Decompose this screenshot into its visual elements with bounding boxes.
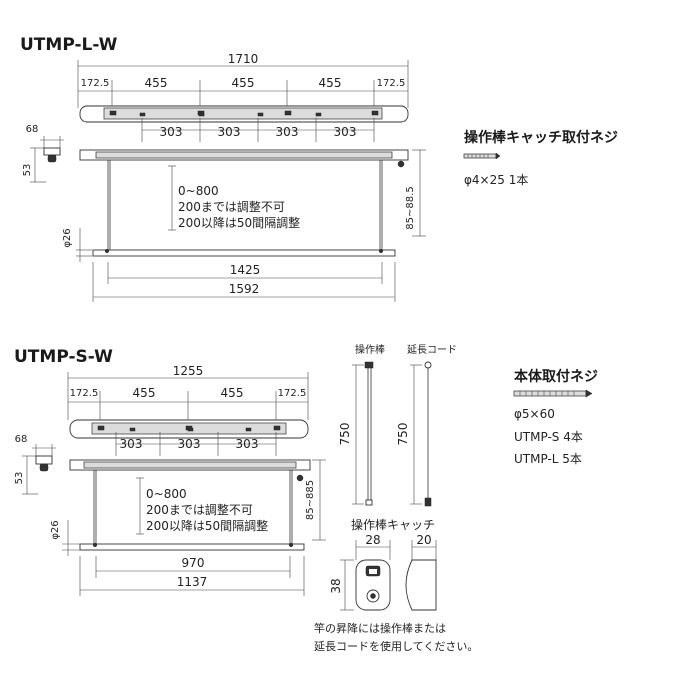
- usage-note: 竿の昇降には操作棒または 延長コードを使用してください。: [314, 621, 478, 653]
- long-side-mount: [43, 147, 61, 156]
- long-rod: [92, 249, 396, 257]
- rod-catch-side-drawing: [405, 559, 437, 611]
- long-seg-2: 455: [145, 76, 168, 90]
- short-pole-diameter: φ26: [50, 520, 61, 539]
- short-side-height: 85~885: [305, 480, 316, 520]
- body-screw-spec: φ5×60: [514, 407, 555, 421]
- long-side-head: [47, 154, 57, 163]
- long-front-rail: [95, 151, 393, 159]
- extension-cord-label: 延長コード: [407, 344, 457, 356]
- long-side-height: 85~88.5: [405, 186, 416, 229]
- short-range-line-2: 200までは調整不可: [146, 502, 253, 517]
- long-bracket-1: 303: [160, 125, 183, 139]
- long-seg-1: 172.5: [81, 78, 110, 89]
- body-screw-section: 本体取付ネジ φ5×60 UTMP-S 4本 UTMP-L 5本: [513, 368, 598, 466]
- short-rod: [79, 543, 305, 551]
- short-cord-hook: [296, 474, 304, 482]
- short-mount-depth: 68: [15, 434, 28, 445]
- usage-note-line-1: 竿の昇降には操作棒または: [314, 621, 446, 635]
- model-short-title: UTMP-S-W: [14, 347, 113, 367]
- short-front-rail: [83, 461, 297, 469]
- short-range-line-3: 200以降は50間隔調整: [146, 518, 268, 533]
- long-cord-hook: [397, 160, 405, 168]
- body-screw-title: 本体取付ネジ: [514, 368, 598, 385]
- catch-screw-spec: φ4×25 1本: [464, 173, 528, 187]
- short-bracket-3: 303: [236, 437, 259, 451]
- body-screw-line-1: UTMP-S 4本: [514, 430, 583, 444]
- long-rod-width: 1592: [229, 282, 260, 296]
- long-top-view-rail: [103, 107, 383, 120]
- usage-note-line-2: 延長コードを使用してください。: [314, 640, 478, 653]
- long-bracket-3: 303: [276, 125, 299, 139]
- long-seg-4: 455: [319, 76, 342, 90]
- short-bracket-1: 303: [120, 437, 143, 451]
- long-range-line-1: 0~800: [178, 184, 219, 198]
- short-overall-width: 1255: [173, 364, 204, 378]
- short-bracket-2: 303: [178, 437, 201, 451]
- short-height: 53: [14, 472, 25, 485]
- long-range-line-3: 200以降は50間隔調整: [178, 215, 300, 230]
- long-mount-depth: 68: [26, 124, 39, 135]
- model-long-section: UTMP-L-W 1710 172.5 455 455 455 172.5: [20, 35, 426, 302]
- rod-catch-section: 操作棒キャッチ 28 20 38: [329, 517, 437, 611]
- long-height: 53: [22, 164, 33, 177]
- rod-catch-width: 28: [365, 533, 380, 547]
- short-range-line-1: 0~800: [146, 487, 187, 501]
- accessories-section: 操作棒 延長コード 750 750: [338, 343, 457, 507]
- large-screw-icon: [513, 389, 593, 398]
- rod-catch-height: 38: [329, 578, 343, 593]
- long-pole-diameter: φ26: [62, 228, 73, 247]
- rod-catch-depth: 20: [416, 533, 431, 547]
- long-range-line-2: 200までは調整不可: [178, 199, 285, 214]
- operating-rod-length: 750: [338, 423, 352, 446]
- small-screw-icon: [463, 152, 501, 160]
- short-seg-1: 172.5: [70, 388, 99, 399]
- operating-rod-label: 操作棒: [355, 343, 385, 356]
- short-seg-2: 455: [133, 386, 156, 400]
- rod-catch-front-drawing: [355, 559, 391, 611]
- long-inner-width: 1425: [230, 263, 261, 277]
- model-long-title: UTMP-L-W: [20, 35, 118, 55]
- long-seg-3: 455: [232, 76, 255, 90]
- short-seg-3: 455: [221, 386, 244, 400]
- extension-cord-drawing: [424, 361, 432, 507]
- short-side-head: [39, 463, 49, 472]
- short-side-mount: [35, 455, 53, 465]
- long-seg-5: 172.5: [377, 78, 406, 89]
- model-short-section: UTMP-S-W 1255 172.5 455 455 172.5: [14, 347, 326, 596]
- long-bracket-4: 303: [334, 125, 357, 139]
- long-bracket-2: 303: [218, 125, 241, 139]
- long-overall-width: 1710: [228, 52, 259, 66]
- operating-rod-drawing: [364, 361, 374, 506]
- rod-catch-title: 操作棒キャッチ: [351, 517, 435, 532]
- short-seg-4: 172.5: [278, 388, 307, 399]
- body-screw-line-2: UTMP-L 5本: [514, 452, 582, 466]
- catch-screw-title: 操作棒キャッチ取付ネジ: [464, 129, 618, 146]
- short-inner-width: 970: [182, 556, 205, 570]
- extension-cord-length: 750: [396, 423, 410, 446]
- short-rod-width: 1137: [177, 575, 208, 589]
- catch-screw-section: 操作棒キャッチ取付ネジ φ4×25 1本: [463, 129, 618, 187]
